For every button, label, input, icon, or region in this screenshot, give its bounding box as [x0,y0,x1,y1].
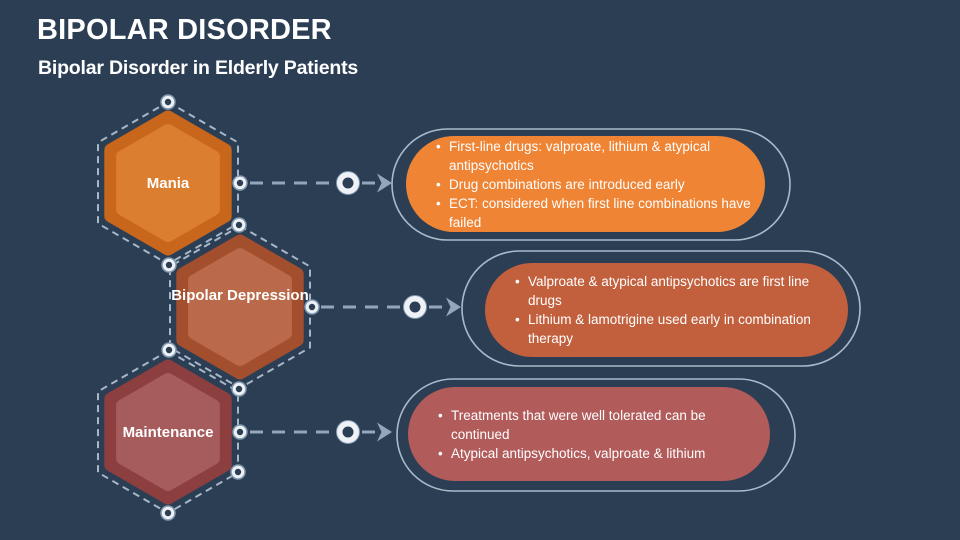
arrow-icon [377,422,392,442]
bullet-item: ECT: considered when first line combinat… [436,194,759,232]
hexagon-mania-fill [116,124,220,242]
hexagon-label-depression: Bipolar Depression [171,287,309,304]
vertex-node-centers [164,98,316,517]
bullet-box-maintenance: Treatments that were well tolerated can … [408,387,770,481]
bullet-item: Lithium & lamotrigine used early in comb… [515,310,838,348]
bullet-list: First-line drugs: valproate, lithium & a… [406,137,765,232]
hexagon-label-maintenance: Maintenance [122,424,214,441]
arrowheads [377,173,461,442]
box-outline-3 [396,378,796,492]
hexagon-depression-fill [188,248,292,366]
bullet-item: Drug combinations are introduced early [436,175,759,194]
box-outline-2 [461,250,861,367]
hexagon-mania [104,110,232,256]
page-title: BIPOLAR DISORDER [37,14,332,46]
box-outline-1 [391,128,791,241]
bullet-list: Treatments that were well tolerated can … [408,406,767,463]
bullet-list: Valproate & atypical antipsychotics are … [485,272,844,348]
arrow-icon [377,173,392,193]
hexagon-label-mania: Mania [146,175,190,192]
bullet-item: First-line drugs: valproate, lithium & a… [436,137,759,175]
bullet-item: Atypical antipsychotics, valproate & lit… [438,444,761,463]
bullet-item: Treatments that were well tolerated can … [438,406,761,444]
bullet-item: Valproate & atypical antipsychotics are … [515,272,838,310]
box-outlines [391,128,861,492]
bullet-box-mania: First-line drugs: valproate, lithium & a… [406,136,765,232]
connector-lines [250,181,445,434]
bullet-box-depression: Valproate & atypical antipsychotics are … [485,263,848,357]
hexagon-maintenance-fill [116,373,220,491]
page-subtitle: Bipolar Disorder in Elderly Patients [38,57,359,79]
hexagon-maintenance [104,359,232,505]
hexagon-depression [176,234,304,380]
connector-ring-centers [342,177,421,438]
arrow-icon [446,297,461,317]
